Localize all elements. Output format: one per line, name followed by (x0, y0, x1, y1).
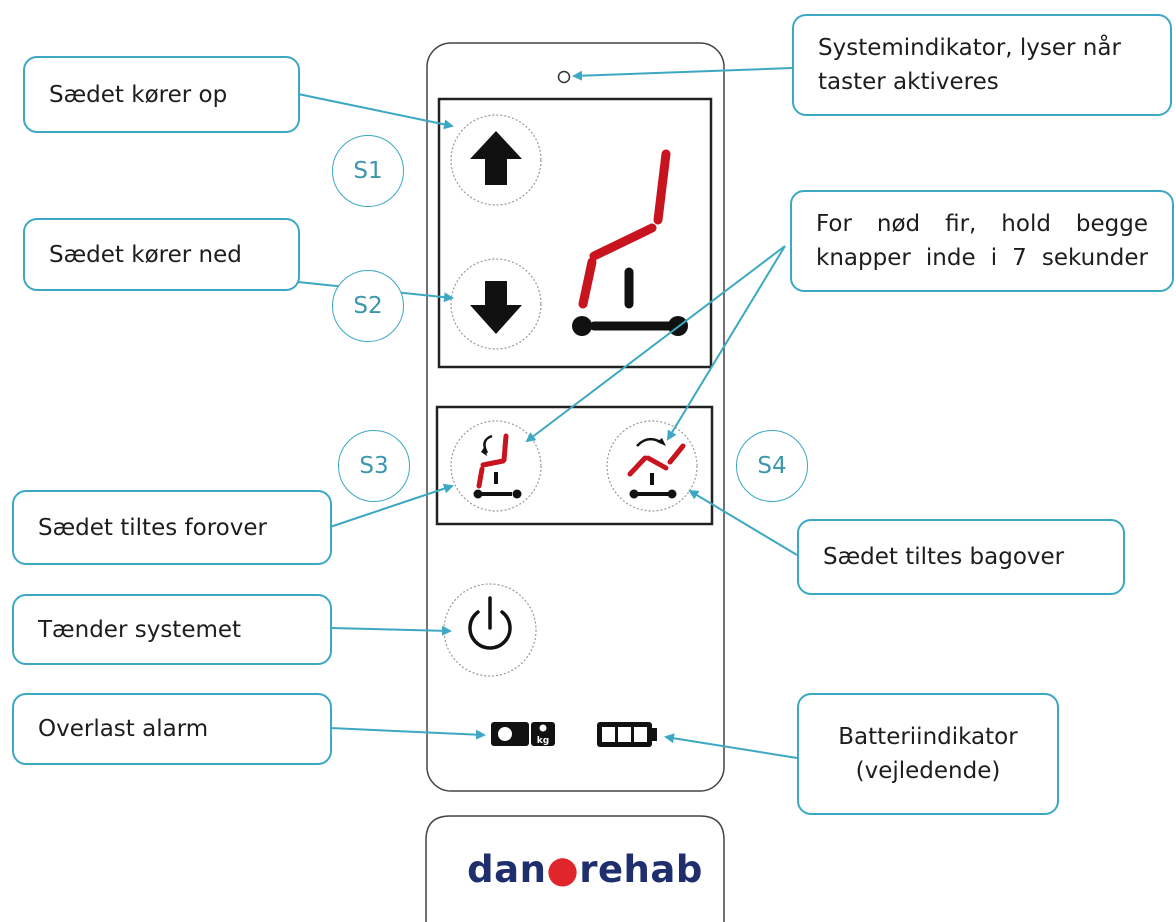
leader-lines (297, 67, 798, 759)
callout-tilt-backward-text: Sædet tiltes bagover (823, 544, 1065, 570)
overload-icon: kg (491, 722, 555, 746)
badge-s2: S2 (332, 270, 404, 342)
indicator-led (557, 70, 571, 84)
overload-kg-text: kg (537, 736, 549, 746)
logo-text-rehab: rehab (579, 848, 703, 891)
badge-s4: S4 (736, 430, 808, 502)
tilt-backward-button[interactable] (606, 420, 698, 512)
callout-overload-text: Overlast alarm (38, 716, 209, 742)
tilt-forward-button[interactable] (450, 420, 542, 512)
callout-seat-up-text: Sædet kører op (49, 81, 228, 108)
arrow-up-icon (470, 131, 522, 185)
callout-emergency-text: For nød fir, hold begge knapper inde i 7… (816, 211, 1148, 271)
callout-battery: Batteriindikator (vejledende) (797, 693, 1059, 815)
callout-tilt-forward: Sædet tiltes forover (12, 490, 332, 565)
up-button[interactable] (450, 114, 542, 206)
callout-power-on-text: Tænder systemet (38, 616, 242, 643)
callout-system-indicator-text: Systemindikator, lyser når taster aktive… (818, 35, 1121, 95)
callout-overload: Overlast alarm (12, 693, 332, 765)
callout-power-on: Tænder systemet (12, 594, 332, 665)
callout-tilt-backward: Sædet tiltes bagover (797, 519, 1125, 595)
power-icon (468, 596, 512, 650)
battery-icon (597, 722, 657, 747)
tilt-forward-icon (473, 433, 522, 499)
arrow-down-icon (470, 281, 522, 334)
callout-seat-down: Sædet kører ned (23, 218, 300, 291)
callout-tilt-forward-text: Sædet tiltes forover (38, 514, 267, 541)
tilt-panel (435, 405, 714, 526)
logo-person-icon: ● (546, 848, 580, 891)
callout-seat-up: Sædet kører op (23, 56, 300, 133)
down-button[interactable] (450, 258, 542, 350)
tilt-backward-icon (627, 437, 686, 499)
logo-text-dan: dan (467, 848, 547, 891)
callout-system-indicator: Systemindikator, lyser når taster aktive… (792, 14, 1172, 116)
badge-s1: S1 (332, 135, 404, 207)
callout-seat-down-text: Sædet kører ned (49, 241, 242, 268)
power-button[interactable] (443, 583, 537, 677)
callout-battery-text: Batteriindikator (vejledende) (838, 724, 1018, 784)
lift-panel (437, 97, 713, 369)
logo-tab (425, 815, 725, 922)
badge-s3: S3 (338, 430, 410, 502)
callout-emergency: For nød fir, hold begge knapper inde i 7… (790, 190, 1174, 292)
danrehab-logo: dan●rehab (455, 848, 715, 891)
